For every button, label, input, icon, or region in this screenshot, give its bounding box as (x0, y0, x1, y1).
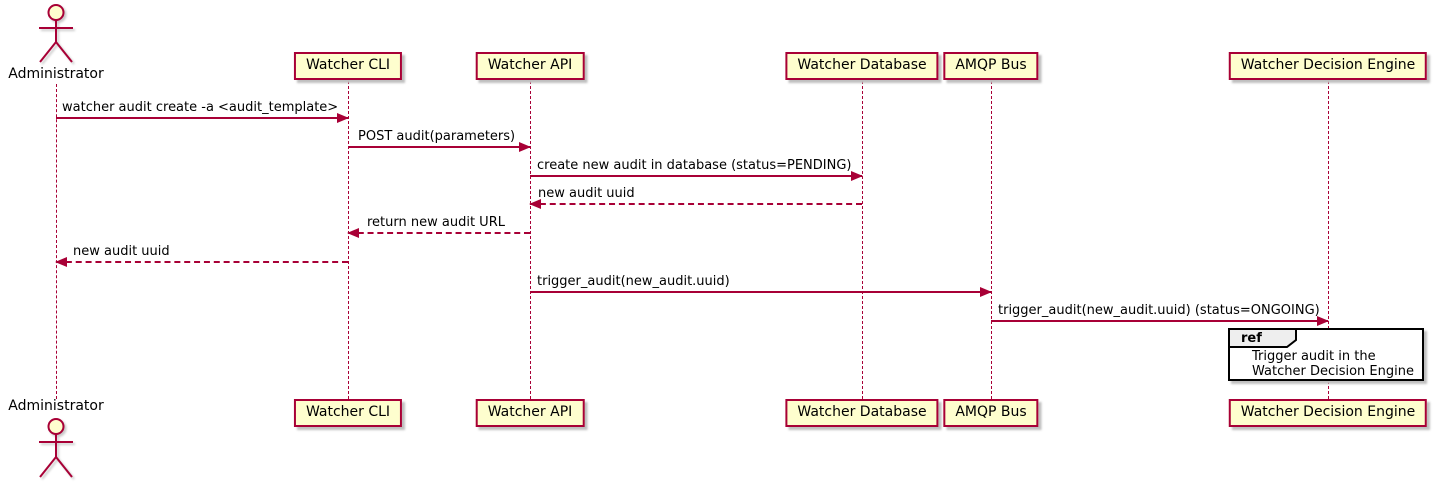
arrowhead-left-icon (347, 228, 359, 238)
participant-box-watcher-cli-bottom: Watcher CLI (293, 399, 403, 427)
ref-text-line2: Watcher Decision Engine (1252, 364, 1414, 379)
arrowhead-left-icon (529, 199, 541, 209)
arrowhead-right-icon (980, 287, 992, 297)
message-label: trigger_audit(new_audit.uuid) (537, 274, 730, 289)
message-label: watcher audit create -a <audit_template> (62, 100, 339, 115)
message-label: new audit uuid (73, 244, 170, 259)
arrowhead-right-icon (519, 142, 531, 152)
message-line (530, 175, 862, 177)
message-label: POST audit(parameters) (358, 129, 516, 144)
lifeline-watcher-decision-engine (1328, 81, 1329, 399)
message-label: trigger_audit(new_audit.uuid) (status=ON… (998, 303, 1320, 318)
message-line (56, 261, 348, 263)
message-line (348, 146, 530, 148)
participant-box-watcher-api: Watcher API (475, 52, 585, 80)
participant-box-watcher-database: Watcher Database (785, 52, 939, 80)
message-line (348, 232, 530, 234)
participant-box-amqp-bus-bottom: AMQP Bus (943, 399, 1039, 427)
message-line (530, 291, 991, 293)
participant-box-watcher-decision-engine-bottom: Watcher Decision Engine (1228, 399, 1428, 427)
message-line (56, 117, 348, 119)
lifeline-amqp-bus (991, 81, 992, 399)
ref-text-line1: Trigger audit in the (1252, 349, 1376, 364)
arrowhead-left-icon (55, 257, 67, 267)
lifeline-watcher-api (530, 81, 531, 399)
message-line (991, 320, 1328, 322)
message-label: create new audit in database (status=PEN… (537, 158, 852, 173)
participant-box-watcher-cli: Watcher CLI (293, 52, 403, 80)
actor-figure-icon (39, 418, 73, 478)
lifeline-watcher-cli (348, 81, 349, 399)
message-label: return new audit URL (367, 215, 505, 230)
ref-box: ref Trigger audit in the Watcher Decisio… (1228, 328, 1424, 381)
actor-figure-icon (39, 4, 73, 63)
arrowhead-right-icon (851, 171, 863, 181)
participant-box-watcher-decision-engine: Watcher Decision Engine (1228, 52, 1428, 80)
arrowhead-right-icon (337, 113, 349, 123)
ref-text: Trigger audit in the Watcher Decision En… (1252, 349, 1414, 379)
lifeline-watcher-database (862, 81, 863, 399)
participant-box-watcher-database-bottom: Watcher Database (785, 399, 939, 427)
actor-label-bottom: Administrator (8, 398, 104, 414)
message-line (530, 203, 862, 205)
lifeline-administrator (56, 84, 57, 399)
ref-header-icon (1228, 328, 1297, 348)
arrowhead-right-icon (1317, 316, 1329, 326)
ref-keyword: ref (1241, 331, 1262, 346)
participant-box-watcher-api-bottom: Watcher API (475, 399, 585, 427)
actor-label-top: Administrator (8, 66, 104, 82)
message-label: new audit uuid (538, 186, 635, 201)
participant-box-amqp-bus: AMQP Bus (943, 52, 1039, 80)
